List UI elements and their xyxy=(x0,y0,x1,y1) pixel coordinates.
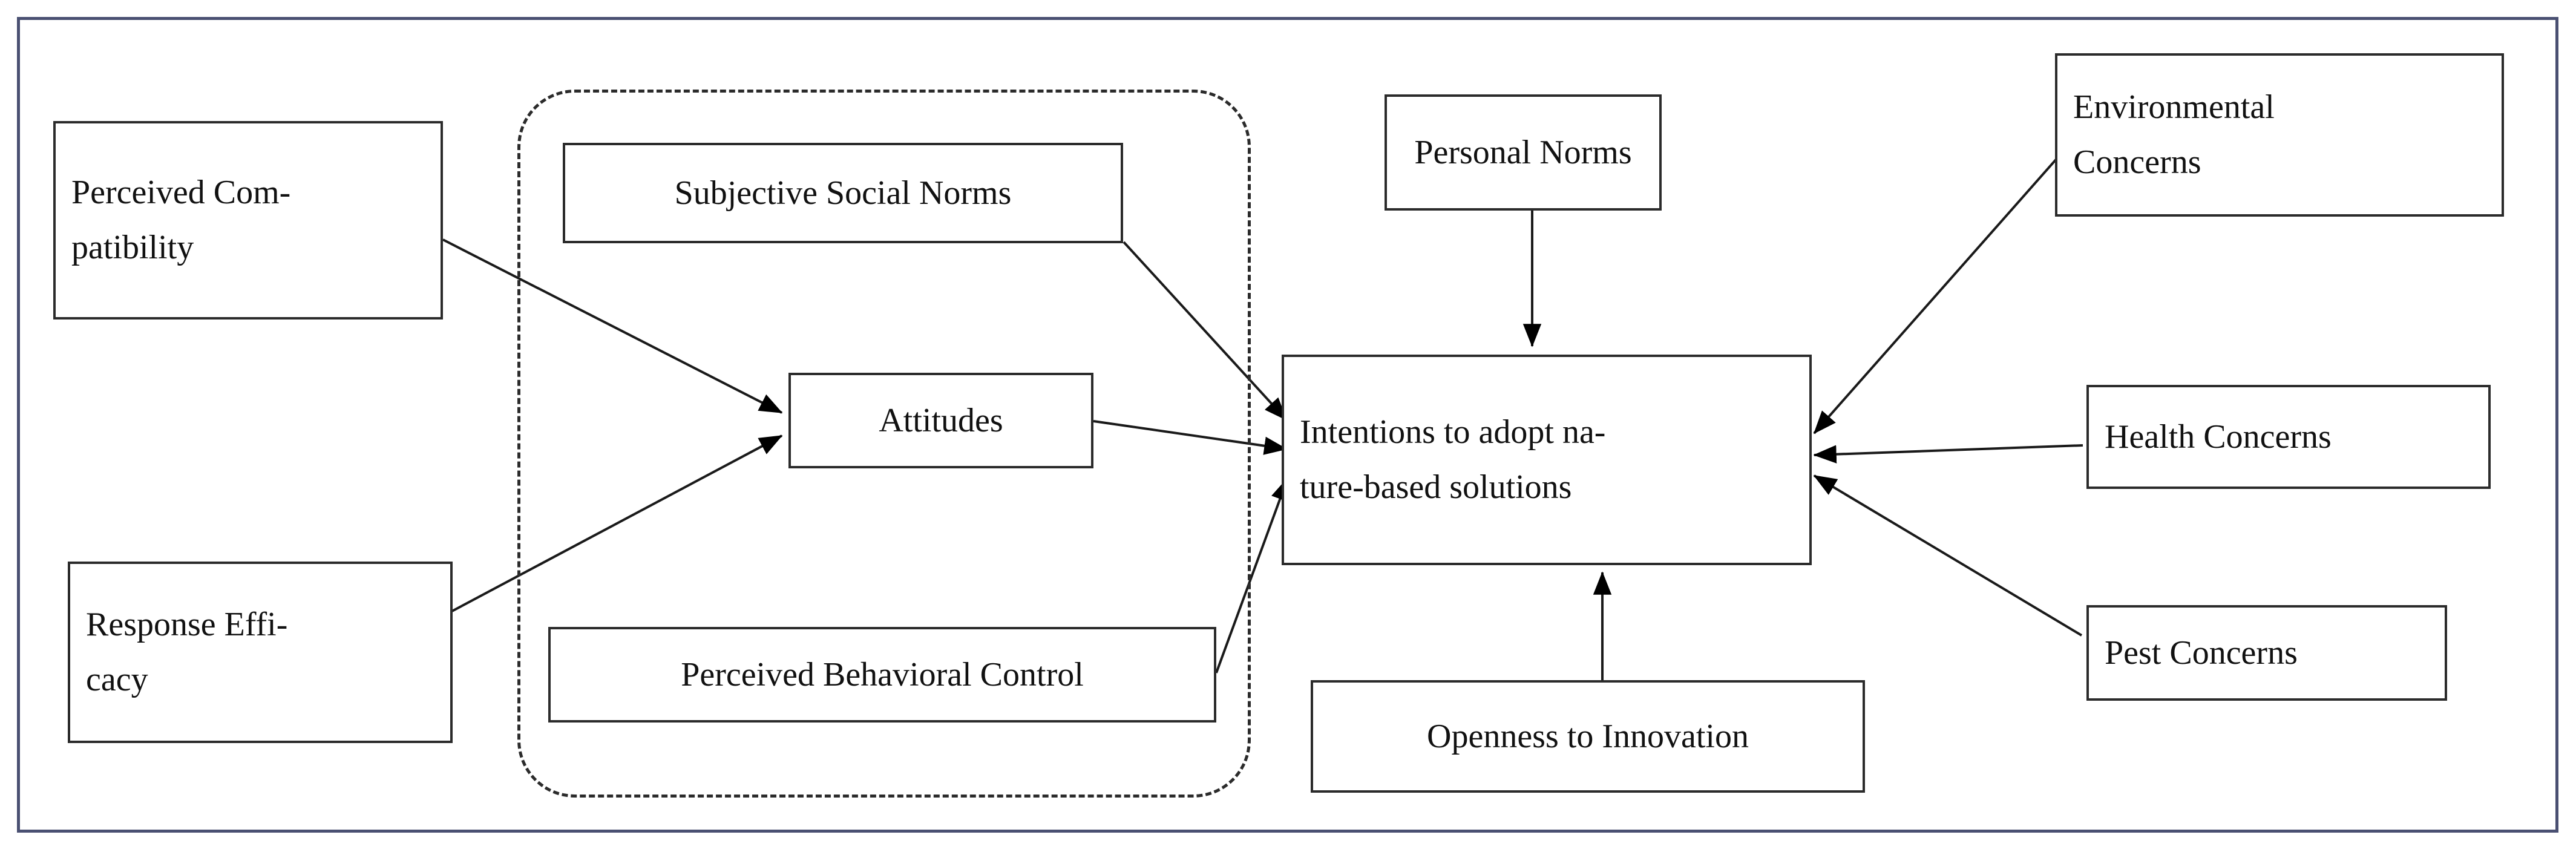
node-label-openness-to-innovation: Openness to Innovation xyxy=(1427,717,1749,755)
node-label-response-efficacy: Response Effi- cacy xyxy=(86,606,288,698)
node-label-pest-concerns: Pest Concerns xyxy=(2105,634,2298,672)
node-environmental-concerns[interactable]: Environmental Concerns xyxy=(2055,53,2504,217)
node-label-subjective-social-norms: Subjective Social Norms xyxy=(674,174,1012,212)
node-attitudes[interactable]: Attitudes xyxy=(788,373,1093,468)
node-response-efficacy[interactable]: Response Effi- cacy xyxy=(68,562,453,743)
node-label-environmental-concerns: Environmental Concerns xyxy=(2073,88,2275,181)
node-label-personal-norms: Personal Norms xyxy=(1414,133,1632,171)
node-label-health-concerns: Health Concerns xyxy=(2105,418,2332,456)
node-subjective-social-norms[interactable]: Subjective Social Norms xyxy=(563,143,1123,243)
node-label-perceived-compatibility: Perceived Com- patibility xyxy=(71,174,291,266)
node-health-concerns[interactable]: Health Concerns xyxy=(2086,385,2491,489)
node-label-perceived-behavioral-control: Perceived Behavioral Control xyxy=(681,655,1084,693)
node-intentions-to-adopt-nature-based-solutions[interactable]: Intentions to adopt na- ture-based solut… xyxy=(1282,355,1812,565)
node-perceived-compatibility[interactable]: Perceived Com- patibility xyxy=(53,121,443,320)
node-pest-concerns[interactable]: Pest Concerns xyxy=(2086,605,2447,701)
node-perceived-behavioral-control[interactable]: Perceived Behavioral Control xyxy=(548,627,1216,723)
node-label-attitudes: Attitudes xyxy=(879,401,1003,439)
node-openness-to-innovation[interactable]: Openness to Innovation xyxy=(1311,680,1865,793)
node-personal-norms[interactable]: Personal Norms xyxy=(1385,94,1662,211)
node-label-intentions: Intentions to adopt na- ture-based solut… xyxy=(1300,413,1606,506)
